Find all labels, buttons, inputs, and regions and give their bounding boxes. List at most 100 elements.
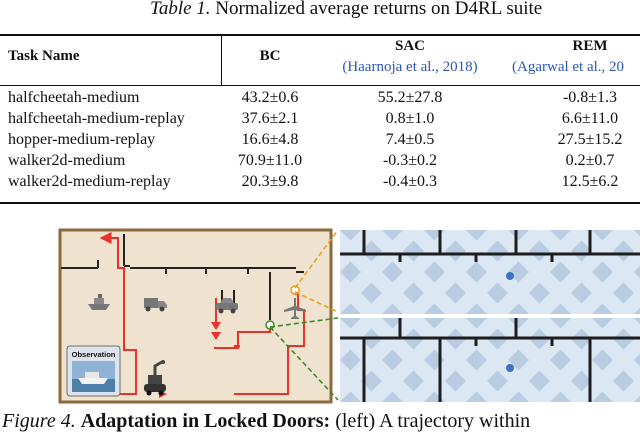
zoom-view-upper xyxy=(340,230,640,314)
floor-tile xyxy=(529,293,550,304)
floor-tile xyxy=(382,360,403,371)
floor-tile xyxy=(571,293,592,304)
floor-tile xyxy=(592,230,613,241)
trajectory xyxy=(99,232,305,395)
floor-tile xyxy=(487,328,508,339)
floor-tile xyxy=(550,391,571,402)
row-task: walker2d-medium-replay xyxy=(8,173,171,190)
floor-tile xyxy=(382,349,403,360)
floor-tile xyxy=(445,328,466,339)
floor-tile xyxy=(361,339,382,350)
floor-tile xyxy=(487,339,508,350)
floor-tile xyxy=(508,230,529,241)
floor-tile xyxy=(466,391,487,402)
floor-tile xyxy=(529,381,550,392)
floor-tile xyxy=(466,230,487,241)
floor-tile xyxy=(466,360,487,371)
floor-tile xyxy=(403,339,424,350)
floor-tile xyxy=(550,318,571,329)
table-caption-text: Normalized average returns on D4RL suite xyxy=(215,0,543,19)
robot-icon xyxy=(144,360,166,396)
header-sac-citation[interactable]: (Haarnoja et al., 2018) xyxy=(342,59,478,75)
trajectory-arrow xyxy=(211,322,221,330)
floor-tile xyxy=(592,318,613,329)
agent-dot xyxy=(506,272,514,280)
observation-label: Observation xyxy=(72,350,116,359)
floor-tile xyxy=(403,240,424,251)
floor-tile xyxy=(634,230,640,236)
trajectory-arrow xyxy=(211,332,221,340)
floor-tile xyxy=(487,293,508,304)
floor-tile xyxy=(613,293,634,304)
floor-tile xyxy=(466,272,487,283)
floor-tile xyxy=(487,370,508,381)
floor-tile xyxy=(340,230,361,241)
floor-tile xyxy=(634,354,640,360)
floor-tile xyxy=(466,349,487,360)
floor-tile xyxy=(613,370,634,381)
figure-caption-title: Adaptation in Locked Doors: xyxy=(80,410,331,432)
floor-tile xyxy=(529,282,550,293)
row-rem-value: -0.8±1.3 xyxy=(562,89,618,106)
floor-tile xyxy=(361,240,382,251)
floor-tile xyxy=(592,303,613,314)
map-panel: Observation xyxy=(58,228,333,404)
floor-tile xyxy=(487,240,508,251)
floor-tile xyxy=(382,272,403,283)
row-sac-value: -0.3±0.2 xyxy=(382,152,438,169)
floor-tile xyxy=(361,381,382,392)
floor-tile xyxy=(424,261,445,272)
floor-tile xyxy=(508,261,529,272)
floor-tile xyxy=(571,370,592,381)
truck-icon xyxy=(144,298,167,312)
floor-tile xyxy=(340,261,361,272)
header-bc: BC xyxy=(259,48,281,64)
floor-tile xyxy=(508,318,529,329)
floor-tile xyxy=(571,240,592,251)
row-bc-value: 20.3±9.8 xyxy=(241,173,299,190)
figure-caption-label: Figure 4. xyxy=(2,410,76,432)
floor-tile xyxy=(466,303,487,314)
floor-tile xyxy=(445,370,466,381)
floor-tile xyxy=(424,303,445,314)
floor-tile xyxy=(592,261,613,272)
table-top-rule xyxy=(0,34,640,36)
floor-tile xyxy=(424,318,445,329)
airplane-icon xyxy=(284,298,306,319)
ship-icon xyxy=(88,294,110,310)
row-sac-value: 0.8±1.0 xyxy=(385,110,435,127)
header-rem-citation[interactable]: (Agarwal et al., 20 xyxy=(512,59,625,75)
row-task: halfcheetah-medium xyxy=(8,89,140,106)
floor-tile xyxy=(571,381,592,392)
row-task: hopper-medium-replay xyxy=(8,131,156,148)
floor-tile xyxy=(340,349,361,360)
row-bc-value: 16.6±4.8 xyxy=(241,131,299,148)
table-header-rule xyxy=(0,85,640,86)
floor-tile xyxy=(361,293,382,304)
agent-position-marker xyxy=(290,285,300,295)
floor-tile xyxy=(592,272,613,283)
floor-tile xyxy=(550,349,571,360)
row-bc-value: 43.2±0.6 xyxy=(241,89,299,106)
floor-tile xyxy=(571,339,592,350)
floor-tile xyxy=(445,293,466,304)
header-rem: REM xyxy=(572,38,608,54)
floor-tile xyxy=(613,282,634,293)
floor-tile xyxy=(634,360,640,366)
floor-tile xyxy=(613,328,634,339)
floor-tile xyxy=(634,266,640,272)
floor-tile xyxy=(361,328,382,339)
row-rem-value: 27.5±15.2 xyxy=(557,131,623,148)
floor-tile xyxy=(529,370,550,381)
floor-tile xyxy=(613,339,634,350)
floor-tile xyxy=(592,349,613,360)
floor-tile xyxy=(508,391,529,402)
floor-tile xyxy=(361,370,382,381)
row-task: walker2d-medium xyxy=(8,152,126,169)
row-bc-value: 70.9±11.0 xyxy=(237,152,303,169)
floor-tile xyxy=(634,318,640,324)
floor-tile xyxy=(445,282,466,293)
row-sac-value: 7.4±0.5 xyxy=(385,131,435,148)
floor-tile xyxy=(382,303,403,314)
row-rem-value: 0.2±0.7 xyxy=(565,152,615,169)
